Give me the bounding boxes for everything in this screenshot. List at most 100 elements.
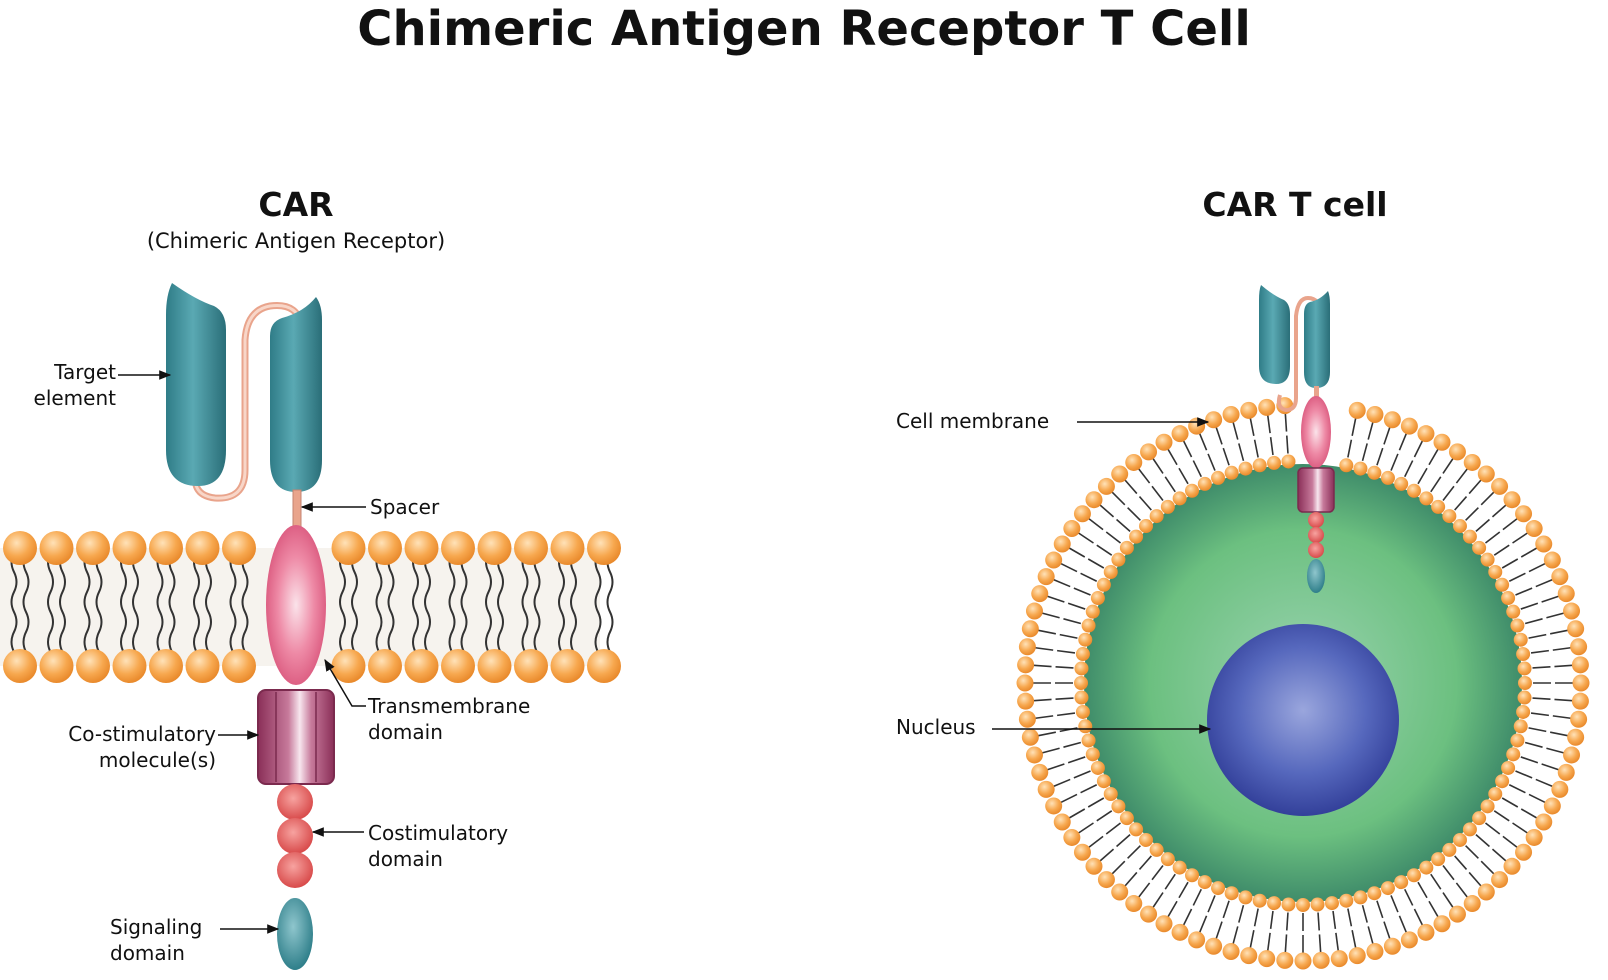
cell-lipid-tail xyxy=(1376,900,1384,919)
cell-lipid-tail xyxy=(1484,531,1501,544)
lipid-head xyxy=(514,531,548,565)
lipid-head xyxy=(368,649,402,683)
cell-lipid-tail xyxy=(1442,458,1454,474)
cell-lipid-tail xyxy=(1351,418,1357,436)
cell-lipid-tail xyxy=(1351,930,1357,948)
cell-lipid-head xyxy=(1063,520,1081,538)
cell-lipid-head xyxy=(1160,852,1175,867)
cell-lipid-head xyxy=(1380,881,1395,896)
costim-ball xyxy=(277,852,313,888)
cell-lipid-tail xyxy=(1182,440,1193,458)
cell-lipid-tail xyxy=(1455,468,1469,484)
cell-lipid-head xyxy=(1111,883,1129,901)
cell-lipid-tail xyxy=(1491,504,1507,518)
cell-lipid-tail xyxy=(1491,848,1507,862)
cell-lipid-tail xyxy=(1116,834,1131,848)
cell-lipid-tail xyxy=(1532,665,1551,669)
cell-lipid-head xyxy=(1312,951,1330,969)
cell-lipid-tail xyxy=(1413,440,1424,458)
cell-lipid-head xyxy=(1383,937,1401,955)
cell-lipid-head xyxy=(1139,832,1154,847)
label-spacer: Spacer xyxy=(370,495,440,519)
cell-lipid-tail xyxy=(1285,435,1289,454)
cell-lipid-head xyxy=(1085,604,1100,619)
lipid-head xyxy=(331,649,366,683)
cell-lipid-tail xyxy=(1502,835,1518,849)
cell-lipid-head xyxy=(1516,704,1531,719)
cell-lipid-head xyxy=(1125,453,1143,471)
label-nucleus: Nucleus xyxy=(896,715,976,739)
lipid-head xyxy=(222,531,256,565)
cell-lipid-tail xyxy=(1442,892,1454,908)
cell-lipid-tail xyxy=(1087,558,1105,569)
cell-lipid-head xyxy=(1267,455,1282,470)
cell-lipid-tail xyxy=(1047,595,1065,603)
lipid-head xyxy=(441,531,475,565)
cell-lipid-tail xyxy=(1484,822,1501,835)
cell-lipid-head xyxy=(1281,454,1296,469)
cell-lipid-head xyxy=(1085,491,1103,509)
cell-lipid-head xyxy=(1053,813,1071,831)
cell-lipid-head xyxy=(1111,465,1129,483)
cell-lipid-head xyxy=(1211,881,1226,896)
cell-lipid-tail xyxy=(1041,612,1060,619)
cell-lipid-tail xyxy=(1088,517,1104,531)
label-transmembrane-domain: Transmembrane domain xyxy=(368,694,531,744)
cell-lipid-tail xyxy=(1041,747,1060,754)
cell-lipid-tail xyxy=(1249,930,1255,948)
cell-lipid-head xyxy=(1510,733,1525,748)
cell-lipid-head xyxy=(1380,470,1395,485)
cell-lipid-head xyxy=(1488,565,1503,579)
lipid-head xyxy=(39,649,74,683)
cell-lipid-tail xyxy=(1038,731,1056,737)
cell-lipid-tail xyxy=(1512,532,1528,544)
cell-lipid-tail xyxy=(1253,908,1259,927)
cell-lipid-tails xyxy=(1033,413,1573,953)
lipid-head xyxy=(587,649,621,683)
lipid-head xyxy=(149,649,183,683)
cell-lipid-head xyxy=(1205,937,1223,955)
cell-lipid-head xyxy=(1240,401,1258,419)
cell-lipid-head xyxy=(1103,787,1118,801)
cell-lipid-tail xyxy=(1253,439,1259,458)
cell-lipid-tail xyxy=(1284,413,1288,432)
cell-lipid-tail xyxy=(1215,921,1223,939)
cell-lipid-tail xyxy=(1111,860,1126,875)
cell-lipid-tail xyxy=(1530,649,1549,654)
cell-lipid-tail xyxy=(1198,915,1208,933)
cell-lipid-tail xyxy=(1508,784,1526,794)
cell-lipid-tail xyxy=(1442,864,1455,881)
cell-lipid-head xyxy=(1563,602,1581,620)
cell-lipid-head xyxy=(1111,552,1126,567)
cell-lipid-head xyxy=(1567,728,1585,746)
cell-lipid-head xyxy=(1096,577,1111,592)
cell-lipid-tail xyxy=(1475,518,1490,532)
cell-lipid-head xyxy=(1294,952,1312,970)
cell-lipid-head xyxy=(1477,465,1495,483)
cell-lipid-tail xyxy=(1222,447,1230,466)
lipid-head xyxy=(441,649,475,683)
lipid-head xyxy=(76,649,110,683)
cell-lipid-head xyxy=(1031,585,1049,603)
cell-lipid-head xyxy=(1551,780,1569,798)
cell-lipid-head xyxy=(1353,461,1368,476)
cell-lipid-tail xyxy=(1057,712,1076,717)
cell-lipid-head xyxy=(1037,568,1055,586)
cell-lipid-tail xyxy=(1550,629,1568,635)
lipid-head xyxy=(550,649,585,683)
cell-lipid-head xyxy=(1075,647,1090,662)
cell-lipid-head xyxy=(1185,483,1199,498)
cell-lipid-tail xyxy=(1067,602,1086,610)
cell-lipid-head xyxy=(1515,505,1533,523)
cell-lipid-tail xyxy=(1465,845,1479,859)
label-target-element: Target element xyxy=(33,360,116,410)
cell-lipid-tail xyxy=(1317,912,1321,931)
cell-lipid-tail xyxy=(1269,910,1274,929)
cell-lipid-head xyxy=(1501,760,1516,775)
costimulatory-molecule xyxy=(257,689,335,785)
cell-lipid-tail xyxy=(1413,908,1424,926)
cell-lipid-head xyxy=(1501,591,1516,606)
cell-lipid-head xyxy=(1140,905,1158,923)
cell-lipid-head xyxy=(1571,692,1589,710)
cell-lipid-tail xyxy=(1249,418,1255,436)
